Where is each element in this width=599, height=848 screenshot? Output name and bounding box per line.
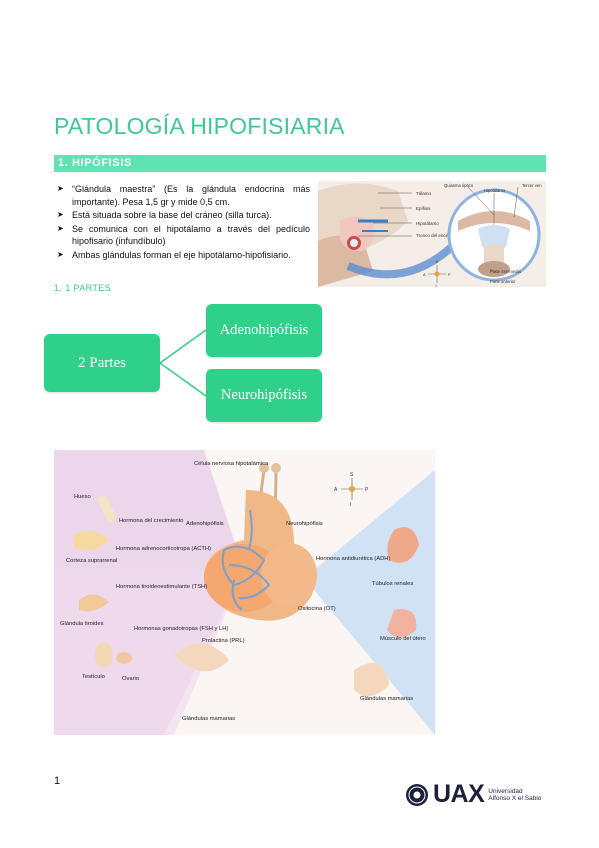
svg-text:S: S xyxy=(350,472,354,478)
svg-text:P: P xyxy=(448,272,451,277)
arrow-bullet-icon: ➤ xyxy=(57,249,64,259)
uax-logo-text: UAX xyxy=(433,780,485,808)
compass-icon: S I A P xyxy=(423,259,451,287)
list-item: ➤“Glándula maestra” (Es la glándula endo… xyxy=(57,184,310,207)
uax-seal-icon xyxy=(406,783,428,806)
label-parte-anterior: Parte anterior xyxy=(490,279,516,284)
adenohipofisis-box: Adenohipófisis xyxy=(206,304,322,357)
svg-text:A: A xyxy=(423,272,426,277)
bullet-list: ➤“Glándula maestra” (Es la glándula endo… xyxy=(56,183,310,262)
svg-text:I: I xyxy=(436,283,437,287)
arrow-bullet-icon: ➤ xyxy=(57,223,64,233)
label-talamo: Tálamo xyxy=(416,191,432,196)
label-adh: Hormona antidiurética (ADH) xyxy=(316,556,390,562)
label-gonado: Hormonas gonadotropas (FSH y LH) xyxy=(134,626,228,632)
label-tubules: Túbulos renales xyxy=(372,581,413,587)
label-adeno: Adenohipófisis xyxy=(186,521,224,527)
list-item: ➤Está situada sobre la base del cráneo (… xyxy=(57,210,272,220)
label-bone: Hueso xyxy=(74,494,91,500)
svg-text:A: A xyxy=(334,487,338,493)
neurohipofisis-box: Neurohipófisis xyxy=(206,369,322,422)
compass-icon: S I A P xyxy=(334,472,369,508)
label-hipotalamo-left: Hipotálamo xyxy=(416,221,439,226)
label-acth: Hormona adrenocorticotropa (ACTH) xyxy=(116,546,211,552)
label-quiasma: Quiasma óptico xyxy=(444,183,474,188)
section-heading: 1. HIPÓFISIS xyxy=(58,157,132,169)
label-gh: Hormona del crecimiento xyxy=(119,518,183,524)
section-heading-bar: 1. HIPÓFISIS xyxy=(54,155,546,172)
label-uterus: Músculo del útero xyxy=(380,636,426,642)
connector-neuro xyxy=(159,362,207,397)
arrow-bullet-icon: ➤ xyxy=(57,210,64,219)
parts-root-box: 2 Partes xyxy=(44,334,160,392)
label-tercer-ven: Tercer ven xyxy=(522,183,542,188)
hypothalamus-pituitary-illustration: Tálamo Epífisis Hipotálamo Tronco del en… xyxy=(318,181,546,287)
university-name: Universidad Alfonso X el Sabio xyxy=(488,787,542,802)
arrow-bullet-icon: ➤ xyxy=(57,184,64,193)
label-prl: Prolactina (PRL) xyxy=(202,638,245,644)
label-adrenal: Corteza suprarrenal xyxy=(66,558,117,564)
label-epifisis: Epífisis xyxy=(416,206,431,211)
uax-logo: UAX Universidad Alfonso X el Sabio xyxy=(405,780,541,809)
label-mammary-left: Glándulas mamarias xyxy=(182,716,235,722)
label-neuron: Célula nerviosa hipotalámica xyxy=(194,461,269,467)
label-thyroid: Glándula tiroides xyxy=(60,621,104,627)
svg-text:I: I xyxy=(350,502,351,508)
svg-text:P: P xyxy=(365,487,369,493)
svg-text:S: S xyxy=(436,259,439,264)
label-tsh: Hormona tiroideoestimulante (TSH) xyxy=(116,584,207,590)
label-neuro: Neurohipófisis xyxy=(286,521,323,527)
label-ovary: Ovario xyxy=(122,676,139,682)
label-hipotalamo-right: Hipotálamo xyxy=(484,188,506,193)
label-ot: Oxitocina (OT) xyxy=(298,606,336,612)
page-number: 1 xyxy=(54,775,61,787)
list-item: ➤Ambas glándulas forman el eje hipotálam… xyxy=(57,249,291,260)
subsection-heading: 1. 1 PARTES xyxy=(54,283,112,293)
page-title: PATOLOGÍA HIPOFISIARIA xyxy=(54,113,345,139)
list-item: ➤Se comunica con el hipotálamo a través … xyxy=(57,223,310,247)
label-tronco: Tronco del encéfalo xyxy=(416,233,456,238)
label-parte-intermedia: Parte intermedia xyxy=(490,269,521,274)
pituitary-hormones-illustration: Célula nerviosa hipotalámica Adenohipófi… xyxy=(54,450,435,735)
label-mammary-right: Glándulas mamarias xyxy=(360,696,413,702)
connector-adeno xyxy=(159,329,207,364)
label-testis: Testículo xyxy=(82,674,105,680)
